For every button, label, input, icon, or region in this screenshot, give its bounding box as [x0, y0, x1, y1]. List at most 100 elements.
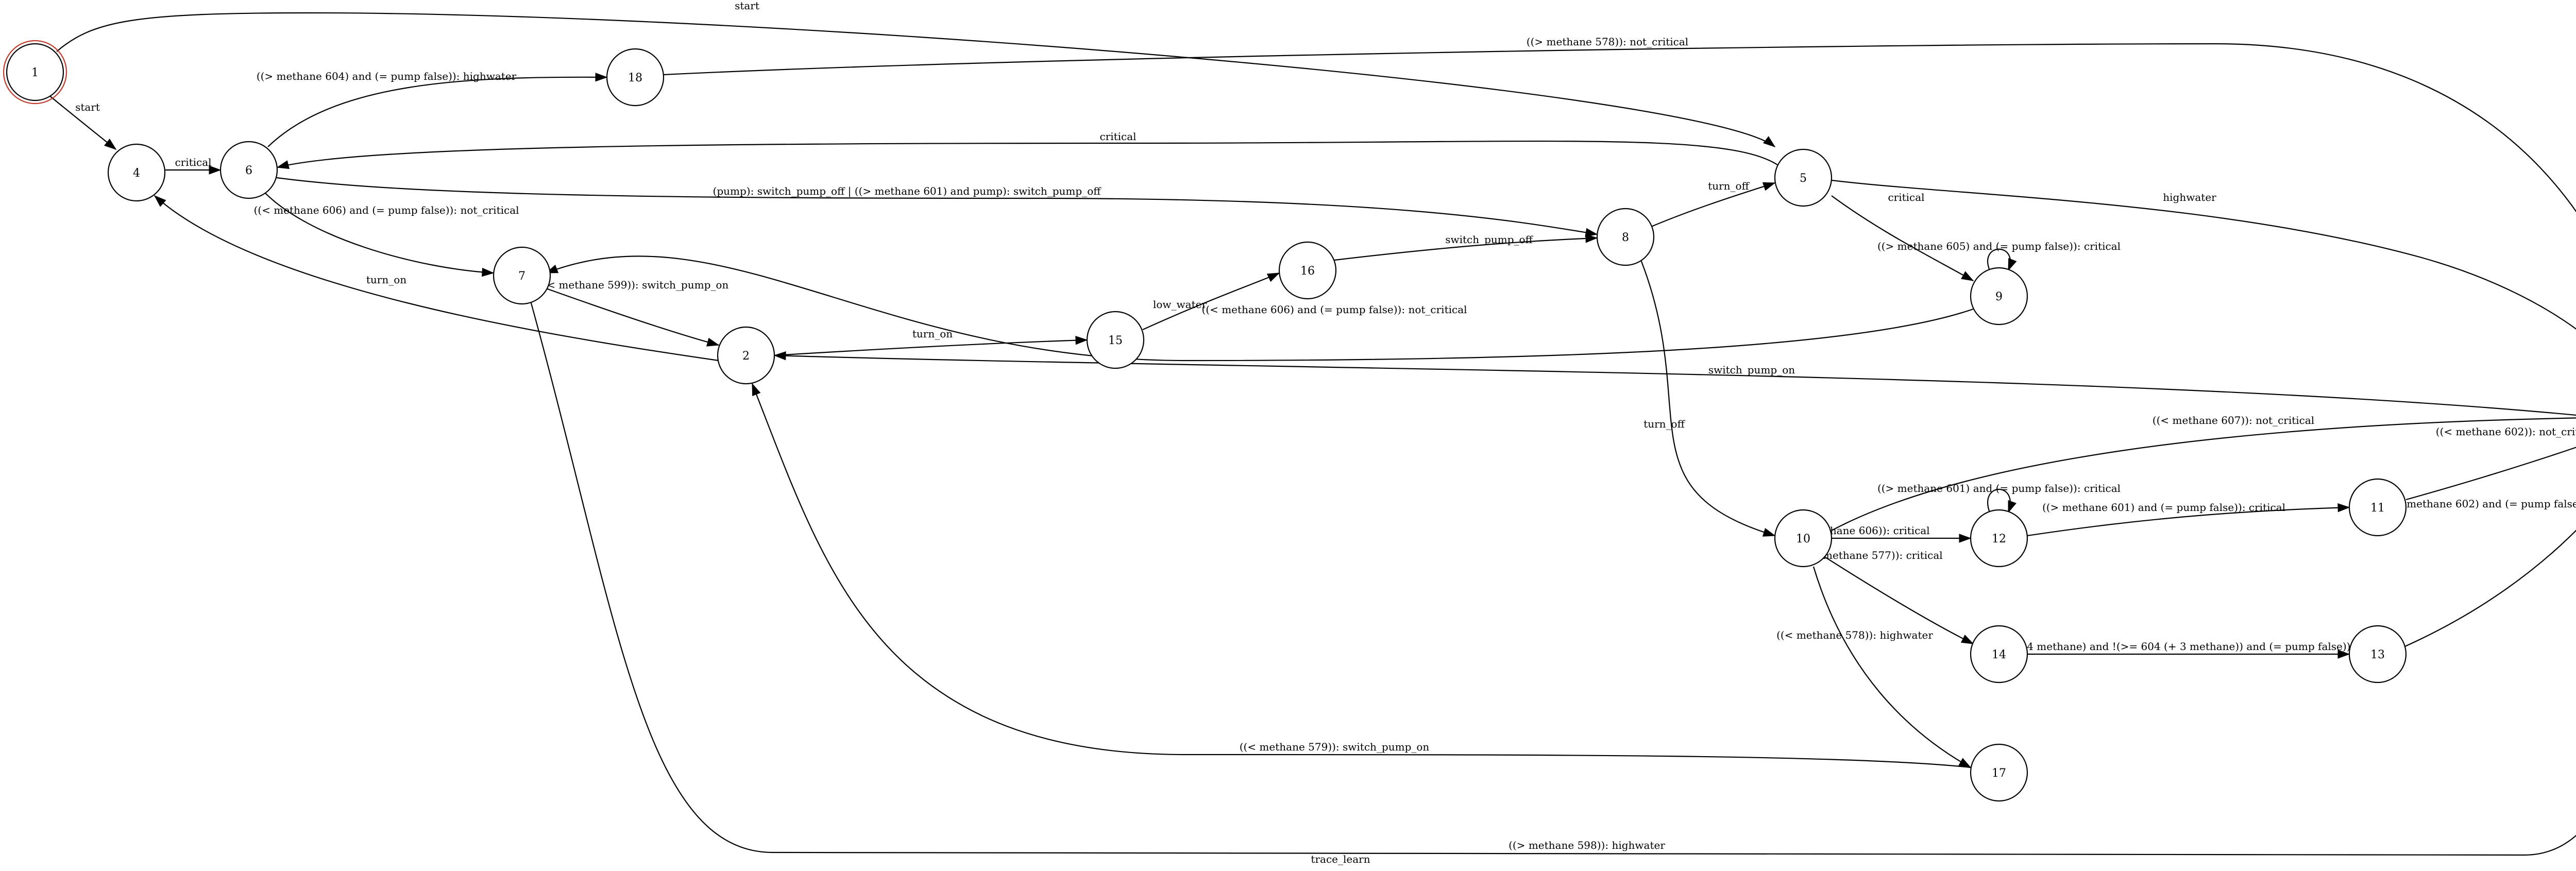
edge-line	[663, 43, 2576, 213]
state-node-14[interactable]: 14	[1970, 625, 2028, 684]
edge-arrowhead	[1585, 228, 1598, 237]
edge-label: critical	[175, 156, 211, 168]
state-node-12[interactable]: 12	[1970, 509, 2028, 568]
edge-line	[1831, 417, 2576, 531]
edge-arrowhead	[2008, 500, 2016, 514]
state-label: 5	[1800, 172, 1807, 185]
state-node-8[interactable]: 8	[1596, 208, 1655, 266]
edge-label: ((< methane 602) and (= pump false)): no…	[2386, 498, 2576, 510]
state-label: 6	[245, 164, 252, 177]
edge-label: highwater	[2163, 191, 2216, 203]
edge-5-to-6: critical	[276, 130, 1778, 169]
edge-18-to-3: ((> methane 578)): not_critical	[663, 36, 2576, 213]
edge-label: ((< methane 599)): switch_pump_on	[539, 279, 729, 291]
state-node-15[interactable]: 15	[1086, 311, 1145, 369]
edge-arrowhead	[1762, 182, 1776, 191]
edge-label: ((> methane 605) and (= pump false)): cr…	[1877, 240, 2121, 252]
state-node-13[interactable]: 13	[2348, 625, 2407, 684]
edge-3-to-2: switch_pump_on	[773, 351, 2576, 416]
state-circle	[1970, 625, 2028, 684]
edge-6-to-18: ((> methane 604) and (= pump false)): hi…	[257, 70, 608, 147]
edge-arrowhead	[1266, 272, 1280, 282]
state-circle	[1774, 148, 1833, 207]
state-label: 17	[1992, 767, 2006, 780]
edge-17-to-2: ((< methane 579)): switch_pump_on	[751, 383, 1971, 768]
state-node-17[interactable]: 17	[1970, 743, 2028, 802]
edge-10-to-14: ((> methane 577)): critical	[1803, 549, 1974, 644]
edge-line	[1831, 195, 1974, 281]
state-circle	[107, 143, 166, 202]
state-circle	[6, 43, 64, 101]
edge-arrowhead	[706, 337, 720, 347]
state-label: 10	[1796, 533, 1810, 545]
edge-15-to-16: low_water	[1142, 272, 1280, 331]
edge-line	[267, 76, 607, 147]
state-label: 13	[2370, 648, 2385, 661]
edge-line	[530, 301, 2576, 856]
edge-arrowhead	[104, 139, 117, 150]
edge-arrowhead	[752, 383, 761, 397]
edge-9-to-7: ((< methane 606) and (= pump false)): no…	[545, 255, 1974, 362]
edge-line	[774, 339, 1088, 356]
edge-6-to-7: ((< methane 606) and (= pump false)): no…	[253, 193, 519, 277]
edge-arrowhead	[276, 160, 290, 169]
edge-label: critical	[1888, 191, 1924, 203]
edge-line	[2404, 530, 2576, 647]
state-node-18[interactable]: 18	[606, 48, 665, 107]
edge-label: ((> methane 598)): highwater	[1509, 839, 1665, 851]
state-label: 15	[1108, 334, 1123, 347]
state-node-6[interactable]: 6	[219, 141, 278, 199]
state-circle	[717, 326, 775, 385]
state-label: 14	[1992, 648, 2006, 661]
state-node-7[interactable]: 7	[493, 246, 551, 305]
edge-label: turn_off	[1643, 418, 1685, 430]
edge-label: start	[735, 0, 759, 12]
state-circle	[1086, 311, 1145, 369]
edge-9-to-9: ((> methane 605) and (= pump false)): cr…	[1877, 240, 2121, 271]
edge-label: ((> methane 604) and (= pump false)): hi…	[257, 70, 517, 82]
state-node-4[interactable]: 4	[107, 143, 166, 202]
edge-10-to-17: ((< methane 578)): highwater	[1776, 566, 1972, 768]
edge-8-to-10: turn_off	[1640, 260, 1776, 537]
edge-8-to-5: turn_off	[1651, 180, 1776, 228]
state-node-1[interactable]: 1	[3, 40, 67, 105]
state-circle	[2348, 478, 2407, 537]
edge-arrowhead	[1585, 234, 1598, 243]
edge-label: ((> methane 601) and (= pump false)): cr…	[2042, 501, 2285, 514]
state-circle	[1970, 267, 2028, 326]
edge-7-to-2: ((< methane 599)): switch_pump_on	[539, 279, 729, 347]
edge-label: ((< methane 579)): switch_pump_on	[1240, 741, 1430, 753]
state-circle	[1774, 509, 1833, 568]
state-circle	[493, 246, 551, 305]
edge-line	[1823, 556, 1974, 644]
state-label: 1	[31, 66, 39, 79]
edge-2-to-15: turn_on	[774, 328, 1088, 356]
nodes-layer: 146187215168593101211141317	[3, 40, 2407, 802]
edge-arrowhead	[1961, 271, 1974, 281]
state-circle	[1596, 208, 1655, 266]
edge-line	[751, 383, 1971, 768]
edge-arrowhead	[154, 195, 166, 207]
edge-line	[1831, 179, 2576, 330]
state-node-5[interactable]: 5	[1774, 148, 1833, 207]
edge-label: ((> methane 578)): not_critical	[1527, 36, 1688, 48]
state-label: 8	[1622, 231, 1629, 244]
edge-line	[2405, 447, 2576, 501]
edge-13-to-3: ((< methane 602) and (= pump false)): no…	[2386, 498, 2576, 647]
edge-line	[1640, 260, 1775, 537]
edge-arrowhead	[1075, 336, 1088, 345]
edge-16-to-8: switch_pump_off	[1334, 233, 1598, 261]
edge-12-to-11: ((> methane 601) and (= pump false)): cr…	[2027, 501, 2350, 537]
edge-label: ((< methane 602)): not_critical	[2436, 425, 2576, 438]
state-label: 12	[1992, 533, 2006, 545]
state-node-9[interactable]: 9	[1970, 267, 2028, 326]
state-node-10[interactable]: 10	[1774, 509, 1833, 568]
state-node-2[interactable]: 2	[717, 326, 775, 385]
edge-line	[154, 195, 719, 362]
edge-label: ((< methane 578)): highwater	[1776, 629, 1933, 641]
state-node-11[interactable]: 11	[2348, 478, 2407, 537]
edge-arrowhead	[1959, 534, 1972, 543]
state-node-16[interactable]: 16	[1278, 241, 1337, 300]
